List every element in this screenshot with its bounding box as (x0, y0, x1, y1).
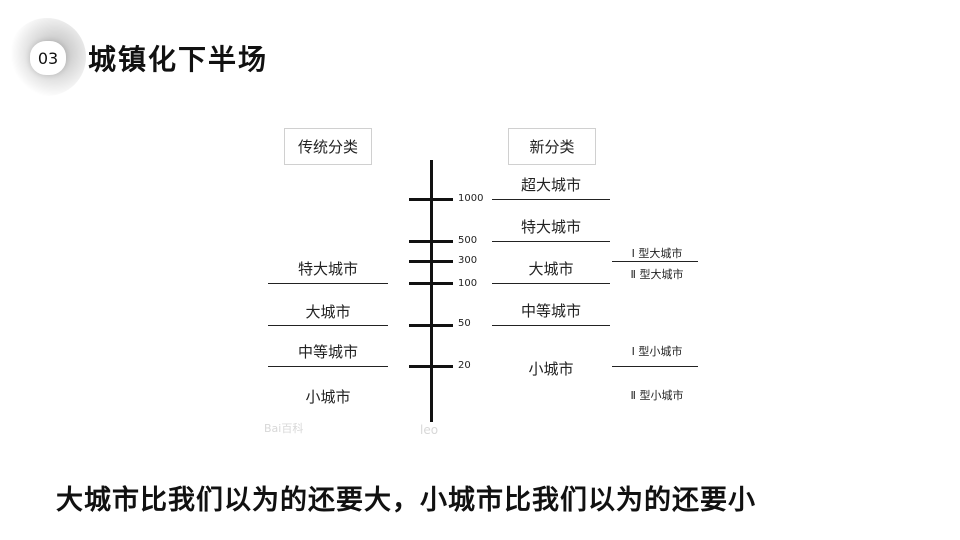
sub-label-small-1: Ⅰ 型小城市 (631, 345, 683, 358)
tick-label-500: 500 (458, 235, 478, 246)
watermark-leo: leo (420, 423, 439, 437)
tick-500 (409, 240, 453, 243)
trad-divider-20 (268, 366, 388, 367)
sub-label-small-2: Ⅱ 型小城市 (630, 389, 684, 402)
new-divider-50 (492, 325, 610, 326)
tick-label-300: 300 (458, 255, 478, 266)
tick-50 (409, 324, 453, 327)
new-divider-100 (492, 283, 610, 284)
sub-label-large-1: Ⅰ 型大城市 (631, 247, 683, 260)
trad-label-medium: 中等城市 (297, 343, 358, 361)
section-badge: 03 (30, 41, 66, 75)
new-header-box: 新分类 (508, 128, 596, 165)
sub-divider-300 (612, 261, 698, 262)
trad-label-small: 小城市 (305, 388, 351, 406)
traditional-header-label: 传统分类 (297, 138, 358, 156)
new-label-super: 超大城市 (520, 176, 581, 194)
watermark-baike: Bai百科 (264, 422, 304, 435)
sub-label-large-2: Ⅱ 型大城市 (630, 268, 684, 281)
tick-300 (409, 260, 453, 263)
trad-label-megacity: 特大城市 (297, 260, 358, 278)
tick-label-100: 100 (458, 278, 478, 289)
new-label-small: 小城市 (528, 360, 574, 378)
new-label-large: 大城市 (528, 260, 574, 278)
trad-divider-50 (268, 325, 388, 326)
tick-1000 (409, 198, 453, 201)
tick-100 (409, 282, 453, 285)
new-header-label: 新分类 (529, 138, 575, 156)
new-divider-500 (492, 241, 610, 242)
tick-label-50: 50 (458, 318, 471, 329)
traditional-header-box: 传统分类 (284, 128, 372, 165)
page-title: 城镇化下半场 (88, 43, 269, 76)
tick-label-1000: 1000 (458, 193, 484, 204)
tick-20 (409, 365, 453, 368)
sub-divider-20 (612, 366, 698, 367)
trad-divider-100 (268, 283, 388, 284)
conclusion-text: 大城市比我们以为的还要大，小城市比我们以为的还要小 (56, 485, 756, 516)
trad-label-large: 大城市 (305, 303, 351, 321)
tick-label-20: 20 (458, 360, 471, 371)
new-label-megacity: 特大城市 (520, 218, 581, 236)
new-label-medium: 中等城市 (520, 302, 581, 320)
new-divider-1000 (492, 199, 610, 200)
population-axis (430, 160, 433, 422)
